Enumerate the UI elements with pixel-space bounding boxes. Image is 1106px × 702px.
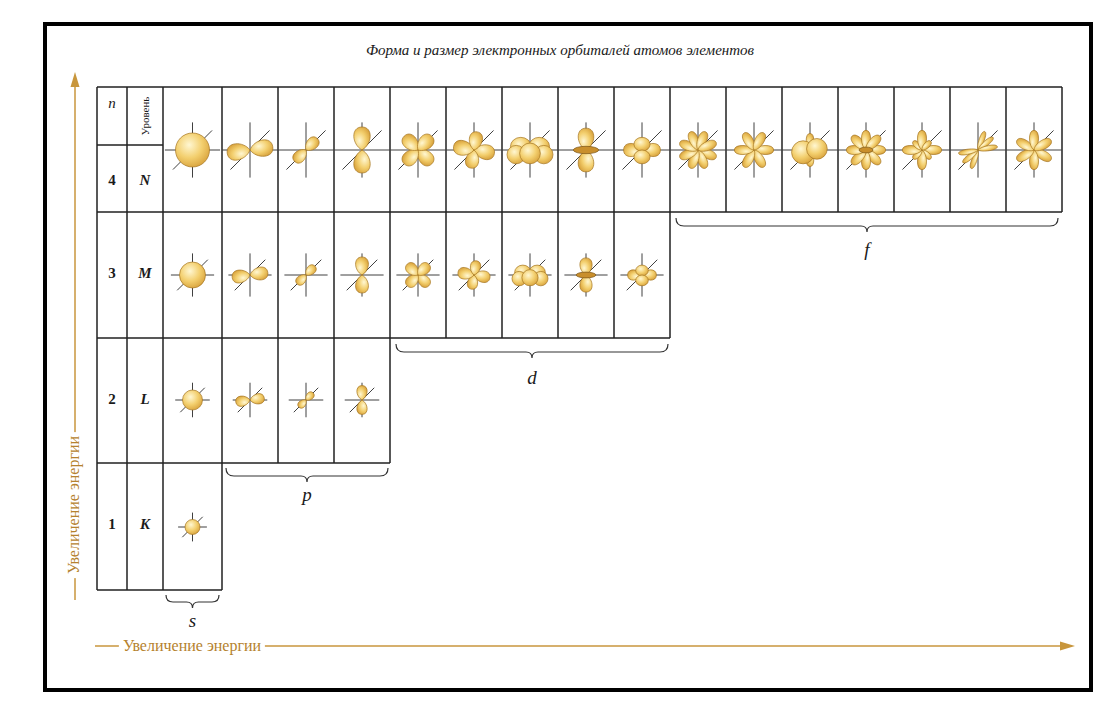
level-number: 2 [108, 391, 116, 408]
table-grid [97, 87, 1062, 590]
vertical-arrow-head [71, 72, 80, 87]
d-orbital [564, 253, 607, 296]
p-orbital [289, 383, 324, 418]
horizontal-arrow-head [1060, 642, 1075, 651]
s-orbital [178, 513, 207, 542]
level-letter: N [140, 172, 151, 189]
p-orbital [284, 253, 327, 296]
d-orbital [396, 253, 439, 296]
d-orbital [502, 122, 557, 177]
d-orbital [452, 253, 495, 296]
brackets [166, 218, 1058, 608]
s-orbital [171, 253, 214, 296]
f-orbital [670, 122, 725, 177]
d-orbital [614, 122, 669, 177]
s-bracket [166, 595, 219, 608]
d-orbital [508, 253, 551, 296]
s-orbital [165, 122, 220, 177]
level-number: 4 [108, 172, 116, 189]
diagram-title: Форма и размер электронных орбиталей ато… [366, 42, 754, 59]
axis-label: Увеличение энергии [65, 432, 83, 578]
column-header: Уровень [139, 97, 151, 136]
energy-arrows [71, 72, 1076, 651]
f-orbital [782, 122, 837, 177]
sublevel-letter: s [189, 611, 196, 632]
p-orbital [334, 122, 389, 177]
d-orbital [390, 122, 445, 177]
p-orbital [278, 122, 333, 177]
sublevel-letter: f [864, 240, 869, 261]
d-orbital [620, 253, 663, 296]
d-orbital [446, 122, 501, 177]
level-letter: K [140, 516, 150, 533]
s-orbital [175, 383, 210, 418]
level-letter: L [140, 391, 149, 408]
axis-label: Увеличение энергии [119, 637, 265, 655]
p-orbital [228, 253, 271, 296]
p-orbital [222, 122, 277, 177]
sublevel-letter: d [527, 368, 537, 389]
level-number: 3 [108, 265, 116, 282]
f-orbital [726, 122, 781, 177]
p-orbital [340, 253, 383, 296]
level-letter: M [138, 265, 151, 282]
p-orbital [345, 383, 380, 418]
f-bracket [676, 218, 1058, 232]
f-orbital [950, 122, 1005, 177]
f-orbital [1006, 122, 1061, 177]
d-bracket [396, 344, 668, 358]
level-number: 1 [108, 516, 116, 533]
f-orbital [838, 122, 893, 177]
p-bracket [226, 468, 388, 482]
column-header: n [108, 95, 116, 112]
sublevel-letter: p [302, 485, 312, 506]
d-orbital [558, 122, 613, 177]
p-orbital [233, 383, 268, 418]
f-orbital [894, 122, 949, 177]
frame [45, 24, 1091, 690]
